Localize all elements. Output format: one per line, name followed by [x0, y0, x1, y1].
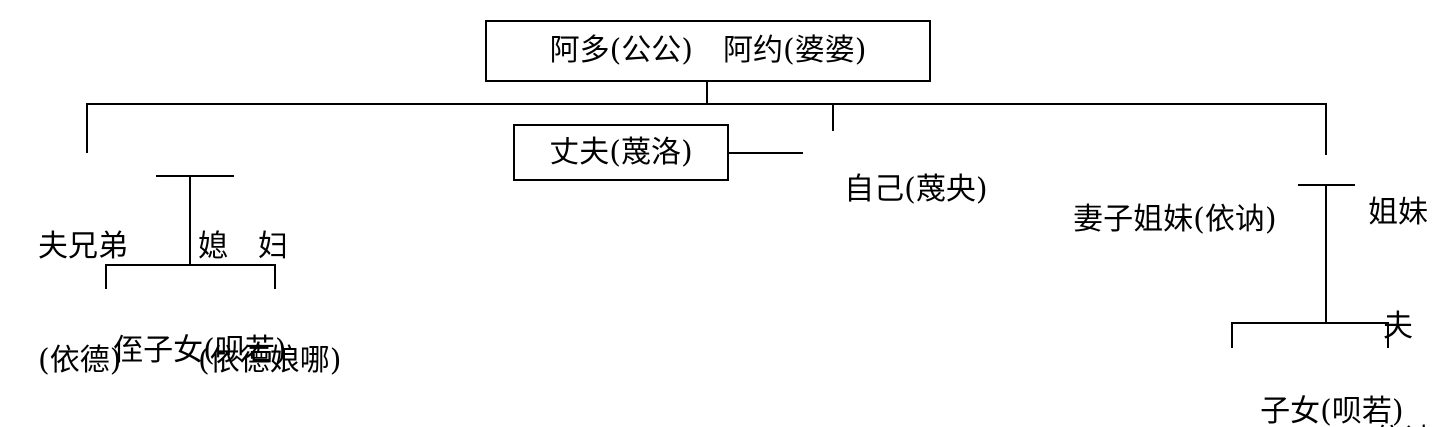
parents-in-law-label: 阿多(公公) 阿约(婆婆)	[549, 33, 867, 68]
node-nephew-niece: 侄子女(呗若)	[75, 294, 287, 408]
node-parents-in-law: 阿多(公公) 阿约(婆婆)	[485, 20, 931, 82]
connector-bracket-children-left-tick	[1231, 322, 1233, 348]
sisters-husband-line1: 姐妹	[1368, 195, 1428, 230]
wifes-sister-label: 妻子姐妹(依讷)	[1073, 202, 1277, 237]
husbands-brother-line1: 夫兄弟	[38, 229, 128, 264]
children-label: 子女(呗若)	[1260, 394, 1404, 427]
connector-bracket-nephew-left-tick	[105, 264, 107, 289]
node-sisters-husband: 姐妹 夫 (依讷 蔑洛)	[1345, 118, 1451, 427]
connector-descent-children	[1325, 184, 1327, 323]
connector-bracket-nephew	[105, 264, 276, 266]
nephew-niece-label: 侄子女(呗若)	[113, 333, 287, 368]
node-wifes-sister: 妻子姐妹(依讷)	[1035, 163, 1277, 277]
node-husbands-brother: 夫兄弟 (依德)	[38, 152, 128, 427]
connector-bracket-nephew-right-tick	[274, 264, 276, 289]
node-brothers-wife: 媳 妇 (依德娘哪)	[198, 152, 341, 427]
node-ego: 自己(蔑央)	[806, 133, 988, 247]
sisters-husband-line2: 夫	[1383, 309, 1413, 344]
ego-label: 自己(蔑央)	[844, 172, 988, 207]
connector-descent-nephew	[189, 175, 191, 265]
husbands-brother-line2: (依德)	[38, 343, 122, 378]
connector-marriage-brother	[156, 175, 234, 177]
connector-bracket-children	[1231, 322, 1389, 324]
brothers-wife-line1: 媳 妇	[198, 229, 288, 264]
connector-sibling-bus	[86, 103, 1327, 105]
connector-parents-stem	[706, 82, 708, 105]
connector-drop-ego	[832, 103, 834, 131]
sisters-husband-line3: (依讷	[1345, 422, 1451, 427]
brothers-wife-line2: (依德娘哪)	[198, 343, 342, 378]
connector-marriage-ego	[729, 152, 803, 154]
node-children: 子女(呗若)	[1222, 355, 1404, 427]
husband-label: 丈夫(蔑洛)	[549, 134, 693, 170]
connector-drop-husbands-brother	[86, 103, 88, 153]
connector-bracket-children-right-tick	[1387, 322, 1389, 348]
node-husband: 丈夫(蔑洛)	[513, 124, 729, 181]
connector-drop-sisters-husband	[1325, 103, 1327, 155]
